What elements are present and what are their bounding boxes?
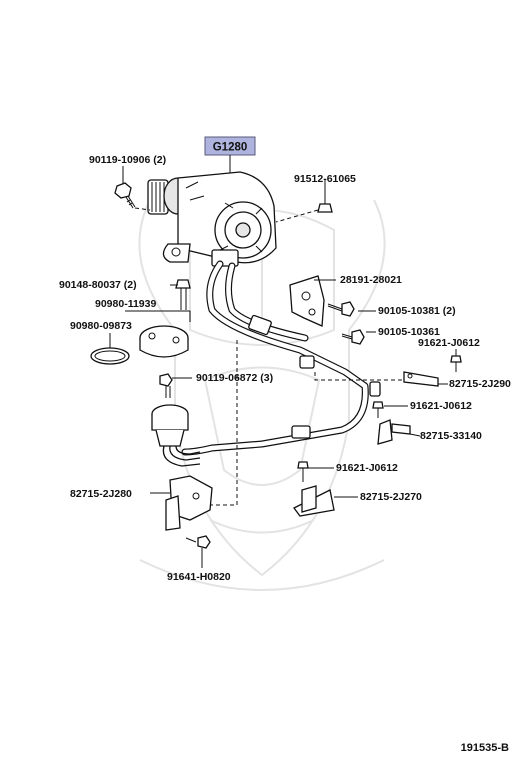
bolt-90119-06872[interactable] <box>159 373 173 398</box>
bolt-91621-J0612-c[interactable] <box>297 461 309 482</box>
bolt-90105-10381[interactable] <box>327 301 355 317</box>
hose-assembly[interactable] <box>181 260 381 456</box>
part-labels: 90119-10906 (2) 91512-61065 28191-28021 … <box>59 154 511 583</box>
bolt-91621-J0612-b[interactable] <box>372 401 384 418</box>
part-label[interactable]: 91641-H0820 <box>167 571 231 583</box>
part-label[interactable]: 82715-33140 <box>420 430 482 442</box>
part-label[interactable]: 82715-2J270 <box>360 491 422 503</box>
part-label[interactable]: 90980-09873 <box>70 320 132 332</box>
part-label[interactable]: 91621-J0612 <box>410 400 472 412</box>
part-label[interactable]: 90119-06872 (3) <box>196 372 273 384</box>
bolt-90119-10906[interactable] <box>114 182 151 211</box>
highlight-part-number: G1280 <box>213 142 248 154</box>
bracket-82715-2J280[interactable] <box>165 475 213 531</box>
part-label[interactable]: 90148-80037 (2) <box>59 279 137 291</box>
leader-lines <box>109 166 457 568</box>
part-label[interactable]: 82715-2J290 <box>449 378 511 390</box>
bolt-90105-10361[interactable] <box>341 329 365 345</box>
part-label[interactable]: 90980-11939 <box>95 298 156 310</box>
diagram-reference-number: 191535-B <box>461 742 509 754</box>
clamp-82715-2J290[interactable] <box>403 371 439 387</box>
part-label[interactable]: 28191-28021 <box>340 274 402 286</box>
part-label[interactable]: 91512-61065 <box>294 173 356 185</box>
o-ring-90980-09873[interactable] <box>90 347 130 365</box>
highlight-part-tag[interactable]: G1280 <box>204 136 256 156</box>
dashed-line <box>314 372 404 381</box>
bolt-91641-H0820[interactable] <box>185 535 211 549</box>
bolt-91512-61065[interactable] <box>275 188 333 223</box>
sensor-assembly[interactable] <box>151 404 201 467</box>
part-label[interactable]: 91621-J0612 <box>336 462 398 474</box>
alternator-assembly[interactable] <box>147 171 277 267</box>
bracket-28191-28021[interactable] <box>289 275 325 327</box>
part-label[interactable]: 90105-10381 (2) <box>378 305 456 317</box>
bracket-82715-2J270[interactable] <box>293 485 335 517</box>
vacuum-switching-valve-90980-11939[interactable] <box>139 325 189 358</box>
bolt-90148-80037[interactable] <box>175 279 191 310</box>
part-label[interactable]: 90105-10361 <box>378 326 440 338</box>
part-label[interactable]: 91621-J0612 <box>418 337 480 349</box>
clamp-82715-33140[interactable] <box>377 419 411 445</box>
part-label[interactable]: 90119-10906 (2) <box>89 154 166 166</box>
bolt-91621-J0612-a[interactable] <box>450 355 462 372</box>
dashed-line <box>208 340 238 506</box>
part-label[interactable]: 82715-2J280 <box>70 488 132 500</box>
